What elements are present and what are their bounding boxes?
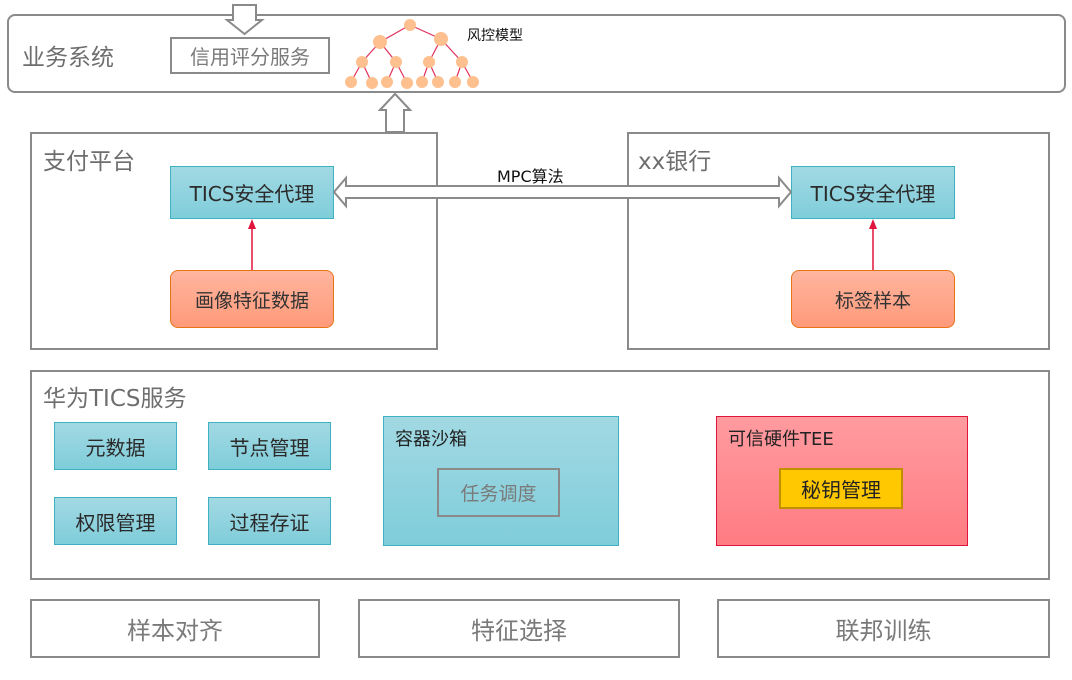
step-federated-training[interactable]: 联邦训练 [717,599,1050,658]
credit-score-service[interactable]: 信用评分服务 [170,37,330,74]
tree-node [449,76,461,88]
module-node-management[interactable]: 节点管理 [208,422,331,470]
tree-node [467,76,479,88]
tree-node [401,77,413,89]
tree-node [373,35,387,49]
payment-tics-agent[interactable]: TICS安全代理 [170,166,334,219]
profile-feature-data[interactable]: 画像特征数据 [170,270,334,328]
tree-node [416,76,428,88]
tree-node [345,76,357,88]
tree-node [432,76,444,88]
label-samples[interactable]: 标签样本 [791,270,955,328]
tree-node [456,56,468,68]
tree-node [381,76,393,88]
bank-data-flow-arrowhead [869,219,877,229]
payment-data-flow-arrowhead [248,219,256,229]
container-sandbox [383,416,619,546]
module-process-attestation[interactable]: 过程存证 [208,497,331,545]
tree-node [423,56,435,68]
container-sandbox-title: 容器沙箱 [395,429,467,450]
risk-model-label: 风控模型 [467,28,523,44]
bank-title: xx银行 [638,149,712,175]
step-feature-selection[interactable]: 特征选择 [358,599,680,658]
bank-tics-agent[interactable]: TICS安全代理 [791,166,955,219]
task-scheduling[interactable]: 任务调度 [437,468,560,517]
tree-node [356,56,368,68]
module-permission-management[interactable]: 权限管理 [54,497,177,545]
tree-node [404,19,416,31]
business-system-title: 业务系统 [22,45,114,71]
down-arrow-icon [224,4,265,36]
payment-platform-title: 支付平台 [43,149,135,175]
tics-service-title: 华为TICS服务 [43,386,187,412]
mpc-algorithm-label: MPC算法 [497,167,564,186]
tree-node [434,32,448,46]
key-management[interactable]: 秘钥管理 [779,468,903,509]
tree-node [390,56,402,68]
tree-node [366,77,378,89]
tee-title: 可信硬件TEE [728,429,834,450]
module-metadata[interactable]: 元数据 [54,422,177,470]
step-sample-alignment[interactable]: 样本对齐 [30,599,320,658]
mpc-double-arrow-icon [332,175,793,209]
